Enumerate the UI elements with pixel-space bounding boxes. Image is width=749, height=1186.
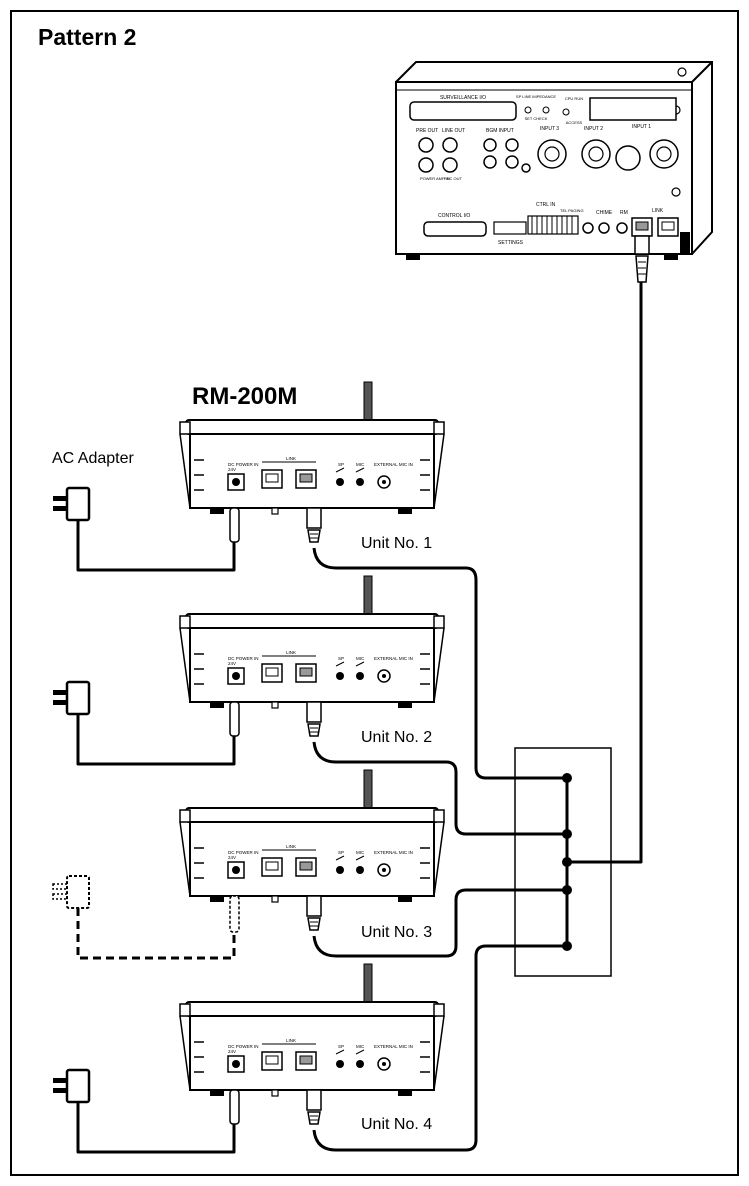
unit-voltage-label: 24V [228, 1049, 236, 1054]
dc-plug-1 [229, 507, 240, 543]
unit-label-2: Unit No. 2 [361, 729, 433, 746]
unit-ext-mic-label: EXTERNAL MIC IN [374, 1044, 413, 1049]
amp-tel-paging-label: TEL PAGING [560, 208, 584, 213]
ac-adapter-4 [51, 1068, 91, 1104]
ac-adapter-3-optional [52, 875, 90, 909]
unit-dc-power-label: DC POWER IN [228, 850, 259, 855]
unit-voltage-label: 24V [228, 855, 236, 860]
amp-input-3-label: INPUT 3 [540, 126, 559, 132]
unit-link-label: LINK [286, 650, 296, 655]
amp-sp-line-label: SP LINE IMPEDANCE [516, 94, 556, 99]
remote-unit-2: DC POWER IN 24V LINK SP MIC EXTERNAL MIC… [179, 575, 445, 709]
remote-unit-3: DC POWER IN 24V LINK SP MIC EXTERNAL MIC… [179, 769, 445, 903]
amp-rm-label: RM [620, 210, 628, 216]
optional-power-cable [76, 908, 236, 960]
unit-voltage-label: 24V [228, 467, 236, 472]
unit-dc-power-label: DC POWER IN [228, 462, 259, 467]
link-plug-4 [306, 1089, 322, 1125]
link-plug-2 [306, 701, 322, 737]
unit-mic-label: MIC [356, 850, 365, 855]
amp-link-label: LINK [652, 208, 664, 214]
unit-dc-power-label: DC POWER IN [228, 656, 259, 661]
dc-plug-3 [229, 895, 240, 933]
remote-unit-1: DC POWER IN 24V LINK SP MIC EXTERNAL MIC… [179, 381, 445, 515]
ac-adapter-2 [51, 680, 91, 716]
amp-input-2-label: INPUT 2 [584, 126, 603, 132]
unit-ext-mic-label: EXTERNAL MIC IN [374, 850, 413, 855]
unit-dc-power-label: DC POWER IN [228, 1044, 259, 1049]
unit-mic-label: MIC [356, 656, 365, 661]
dc-plug-2 [229, 701, 240, 737]
amplifier-unit: SURVEILLANCE I/O SP LINE IMPEDANCE SET C… [395, 61, 713, 283]
unit-sp-label: SP [338, 1044, 344, 1049]
unit-link-label: LINK [286, 1038, 296, 1043]
amp-power-amp-in-label: POWER AMP IN [420, 176, 450, 181]
amp-chime-label: CHIME [596, 210, 613, 216]
unit-label-4: Unit No. 4 [361, 1116, 433, 1133]
amp-ctrl-in-label: CTRL IN [536, 202, 556, 208]
unit-voltage-label: 24V [228, 661, 236, 666]
unit-mic-label: MIC [356, 462, 365, 467]
amp-control-io-label: CONTROL I/O [438, 213, 470, 219]
dc-plug-4 [229, 1089, 240, 1125]
amp-cpu-run-label: CPU RUN [565, 96, 583, 101]
unit-ext-mic-label: EXTERNAL MIC IN [374, 462, 413, 467]
unit-link-label: LINK [286, 456, 296, 461]
page-title: Pattern 2 [38, 24, 137, 50]
link-plug-3 [306, 895, 322, 931]
amp-rec-out-label: REC OUT [444, 176, 463, 181]
unit-sp-label: SP [338, 850, 344, 855]
model-label: RM-200M [192, 383, 298, 410]
link-plug-1 [306, 507, 322, 543]
amp-pre-out-label: PRE OUT [416, 128, 438, 134]
ac-adapter-1 [51, 486, 91, 522]
unit-label-1: Unit No. 1 [361, 535, 433, 552]
unit-label-3: Unit No. 3 [361, 924, 433, 941]
unit-sp-label: SP [338, 462, 344, 467]
unit-mic-label: MIC [356, 1044, 365, 1049]
diagram-frame [10, 10, 739, 1176]
ac-adapter-label: AC Adapter [52, 450, 134, 467]
amp-bgm-input-label: BGM INPUT [486, 128, 514, 134]
amp-input-1-label: INPUT 1 [632, 124, 651, 130]
power-cables [76, 520, 236, 1154]
unit-ext-mic-label: EXTERNAL MIC IN [374, 656, 413, 661]
amp-set-check-label: SET CHECK [525, 116, 548, 121]
link-cables [312, 282, 643, 1152]
amp-access-label: ACCESS [566, 120, 583, 125]
remote-unit-4: DC POWER IN 24V LINK SP MIC EXTERNAL MIC… [179, 963, 445, 1097]
unit-sp-label: SP [338, 656, 344, 661]
amp-surveillance-label: SURVEILLANCE I/O [440, 95, 486, 101]
junction-dots [562, 773, 572, 951]
unit-link-label: LINK [286, 844, 296, 849]
amp-settings-label: SETTINGS [498, 240, 524, 246]
amp-line-out-label: LINE OUT [442, 128, 465, 134]
